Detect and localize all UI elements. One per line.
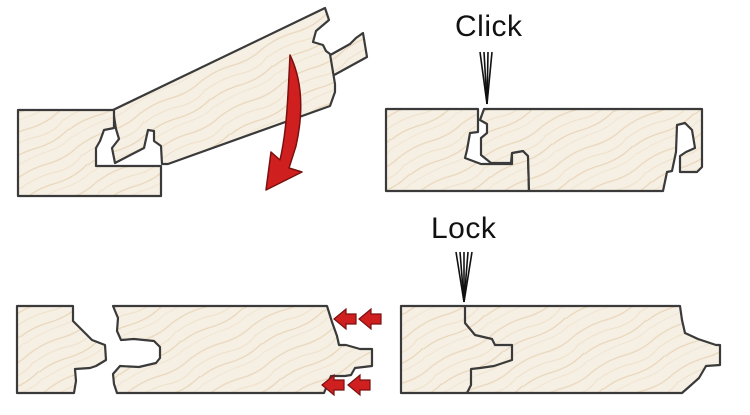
lock-impact-lines — [455, 251, 473, 303]
push-arrow-icon — [321, 373, 345, 397]
push-arrow-icon — [333, 307, 357, 331]
push-arrow-icon — [347, 373, 371, 397]
floor-board-left — [16, 108, 163, 198]
push-arrow-icon — [358, 307, 382, 331]
lock-label: Lock — [431, 212, 497, 245]
push-board-right — [111, 304, 374, 395]
click-impact-lines — [479, 51, 493, 105]
push-board-left — [15, 304, 108, 395]
lock-panel — [399, 251, 722, 395]
angled-board-front — [110, 6, 337, 166]
locked-board — [399, 304, 722, 395]
click-board-right — [478, 107, 704, 193]
click-label: Click — [455, 10, 523, 43]
lock-seam — [463, 306, 514, 394]
click-panel — [384, 51, 704, 193]
push-panel — [15, 304, 382, 397]
angle-in-panel — [16, 6, 369, 198]
rotate-down-arrow-icon — [265, 54, 303, 191]
push-arrows — [321, 307, 382, 397]
